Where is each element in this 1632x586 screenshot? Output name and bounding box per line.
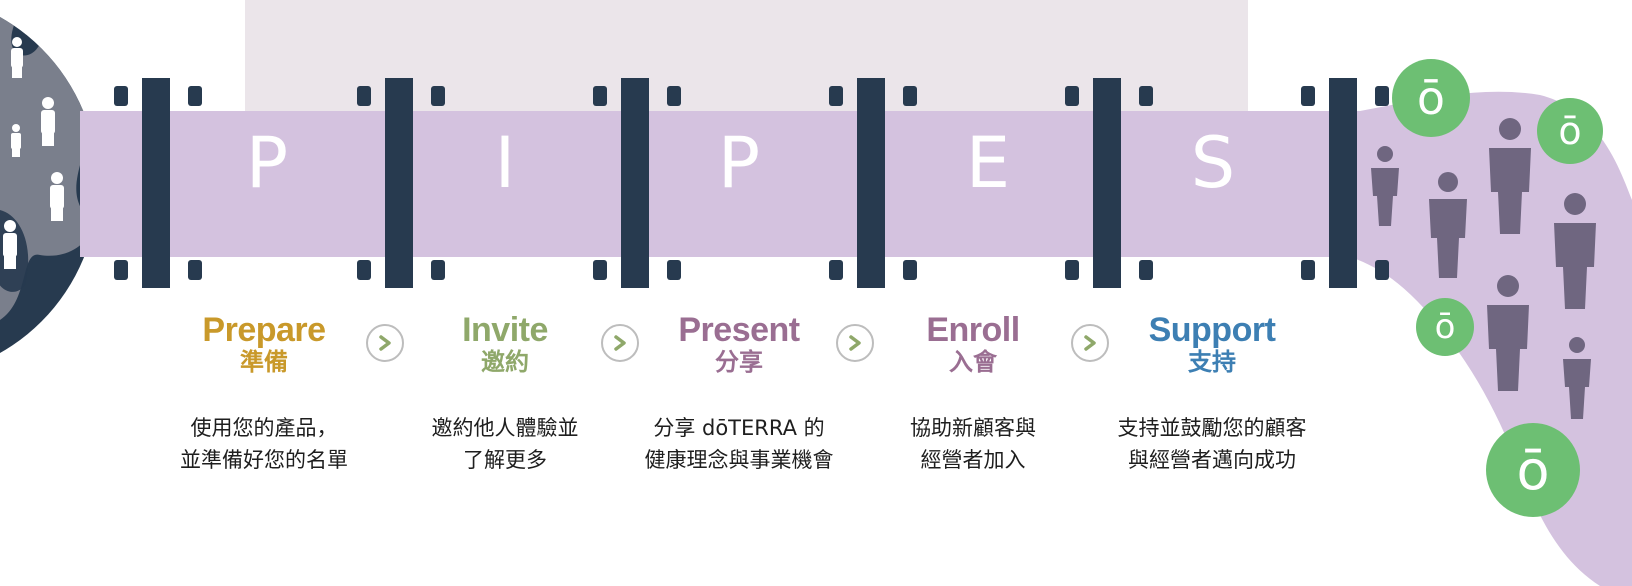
doterra-logo-icon: ō: [1537, 98, 1603, 164]
step-description: 分享 dōTERRA 的 健康理念與事業機會: [619, 412, 859, 476]
step-title-zh: 分享: [715, 348, 763, 376]
desc-line: 了解更多: [463, 448, 547, 472]
pipe-letter: I: [494, 122, 516, 204]
pipe: [80, 111, 1370, 257]
step-title-en: Prepare: [202, 311, 326, 349]
pipe-flange: [343, 78, 459, 288]
step-title-zh: 準備: [240, 348, 288, 376]
step-title-en: Invite: [462, 311, 548, 349]
step-title-zh: 邀約: [481, 348, 529, 376]
step-title-en: Support: [1148, 311, 1276, 349]
step-support: Support 支持: [1102, 312, 1322, 376]
desc-line: 使用您的產品，: [190, 416, 338, 440]
desc-line: 分享 dōTERRA 的: [653, 416, 825, 440]
person-icon: [1371, 146, 1399, 226]
person-icon: [1563, 337, 1591, 419]
desc-line: 經營者加入: [920, 448, 1026, 472]
pipe-flange: [100, 78, 216, 288]
doterra-logo-icon: ō: [1416, 298, 1474, 356]
pipe-letter: P: [717, 122, 761, 204]
step-title-zh: 支持: [1188, 348, 1236, 376]
person-icon: [1487, 275, 1529, 391]
globe-people: [3, 37, 64, 269]
desc-line: 協助新顧客與: [910, 416, 1036, 440]
step-invite: Invite 邀約: [395, 312, 615, 376]
desc-line: 支持並鼓勵您的顧客: [1117, 416, 1307, 440]
person-icon: [1554, 193, 1596, 309]
pipe-flange: [579, 78, 695, 288]
desc-line: 邀約他人體驗並: [431, 416, 579, 440]
pipe-flange: [1051, 78, 1167, 288]
globe-icon: [0, 0, 98, 353]
chevron-right-icon: [366, 324, 404, 362]
person-icon: [1489, 118, 1531, 234]
pipe-letter: E: [965, 122, 1011, 204]
pipe-letter: S: [1190, 122, 1236, 204]
step-description: 使用您的產品， 並準備好您的名單: [144, 412, 384, 476]
step-enroll: Enroll 入會: [863, 312, 1083, 376]
step-prepare: Prepare 準備: [154, 312, 374, 376]
pipe-flange: [1287, 78, 1403, 288]
pipe-letter: P: [245, 122, 289, 204]
desc-line: 與經營者邁向成功: [1128, 448, 1296, 472]
chevron-right-icon: [1071, 324, 1109, 362]
chevron-right-icon: [601, 324, 639, 362]
step-title-zh: 入會: [949, 348, 997, 376]
step-present: Present 分享: [629, 312, 849, 376]
desc-line: 健康理念與事業機會: [644, 448, 834, 472]
doterra-logo-icon: ō: [1486, 423, 1580, 517]
desc-line: 並準備好您的名單: [180, 448, 348, 472]
step-description: 支持並鼓勵您的顧客 與經營者邁向成功: [1092, 412, 1332, 476]
pipe-flange: [815, 78, 931, 288]
chevron-right-icon: [836, 324, 874, 362]
step-title-en: Enroll: [926, 311, 1020, 349]
doterra-logo-icon: ō: [1392, 59, 1470, 137]
step-title-en: Present: [678, 311, 800, 349]
step-description: 協助新顧客與 經營者加入: [853, 412, 1093, 476]
step-description: 邀約他人體驗並 了解更多: [385, 412, 625, 476]
person-icon: [1429, 172, 1467, 278]
